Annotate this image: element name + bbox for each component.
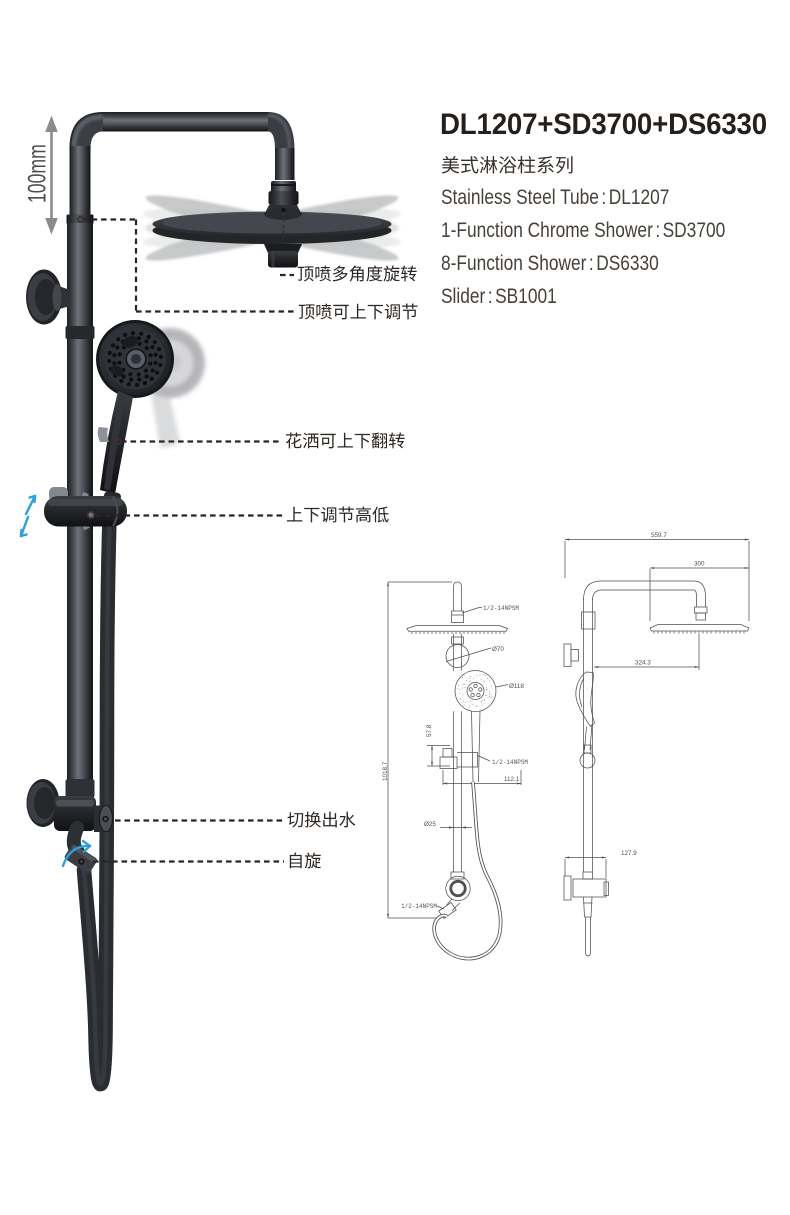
svg-text:1/2-14NPSM: 1/2-14NPSM	[401, 903, 437, 910]
svg-text:1/2-14NPSM: 1/2-14NPSM	[483, 605, 519, 612]
svg-text:Ø70: Ø70	[492, 646, 504, 653]
svg-text:57.8: 57.8	[426, 724, 433, 737]
svg-text:1/2-14NPSM: 1/2-14NPSM	[492, 759, 528, 766]
svg-text:1018.7: 1018.7	[382, 761, 389, 781]
svg-text:Ø118: Ø118	[509, 683, 524, 690]
svg-text:324.3: 324.3	[635, 660, 651, 667]
svg-text:559.7: 559.7	[651, 532, 667, 539]
svg-text:112.1: 112.1	[504, 776, 520, 783]
svg-text:300: 300	[694, 561, 705, 568]
svg-text:100mm: 100mm	[24, 144, 52, 203]
svg-text:Ø25: Ø25	[424, 821, 436, 828]
svg-text:127.9: 127.9	[621, 850, 637, 857]
